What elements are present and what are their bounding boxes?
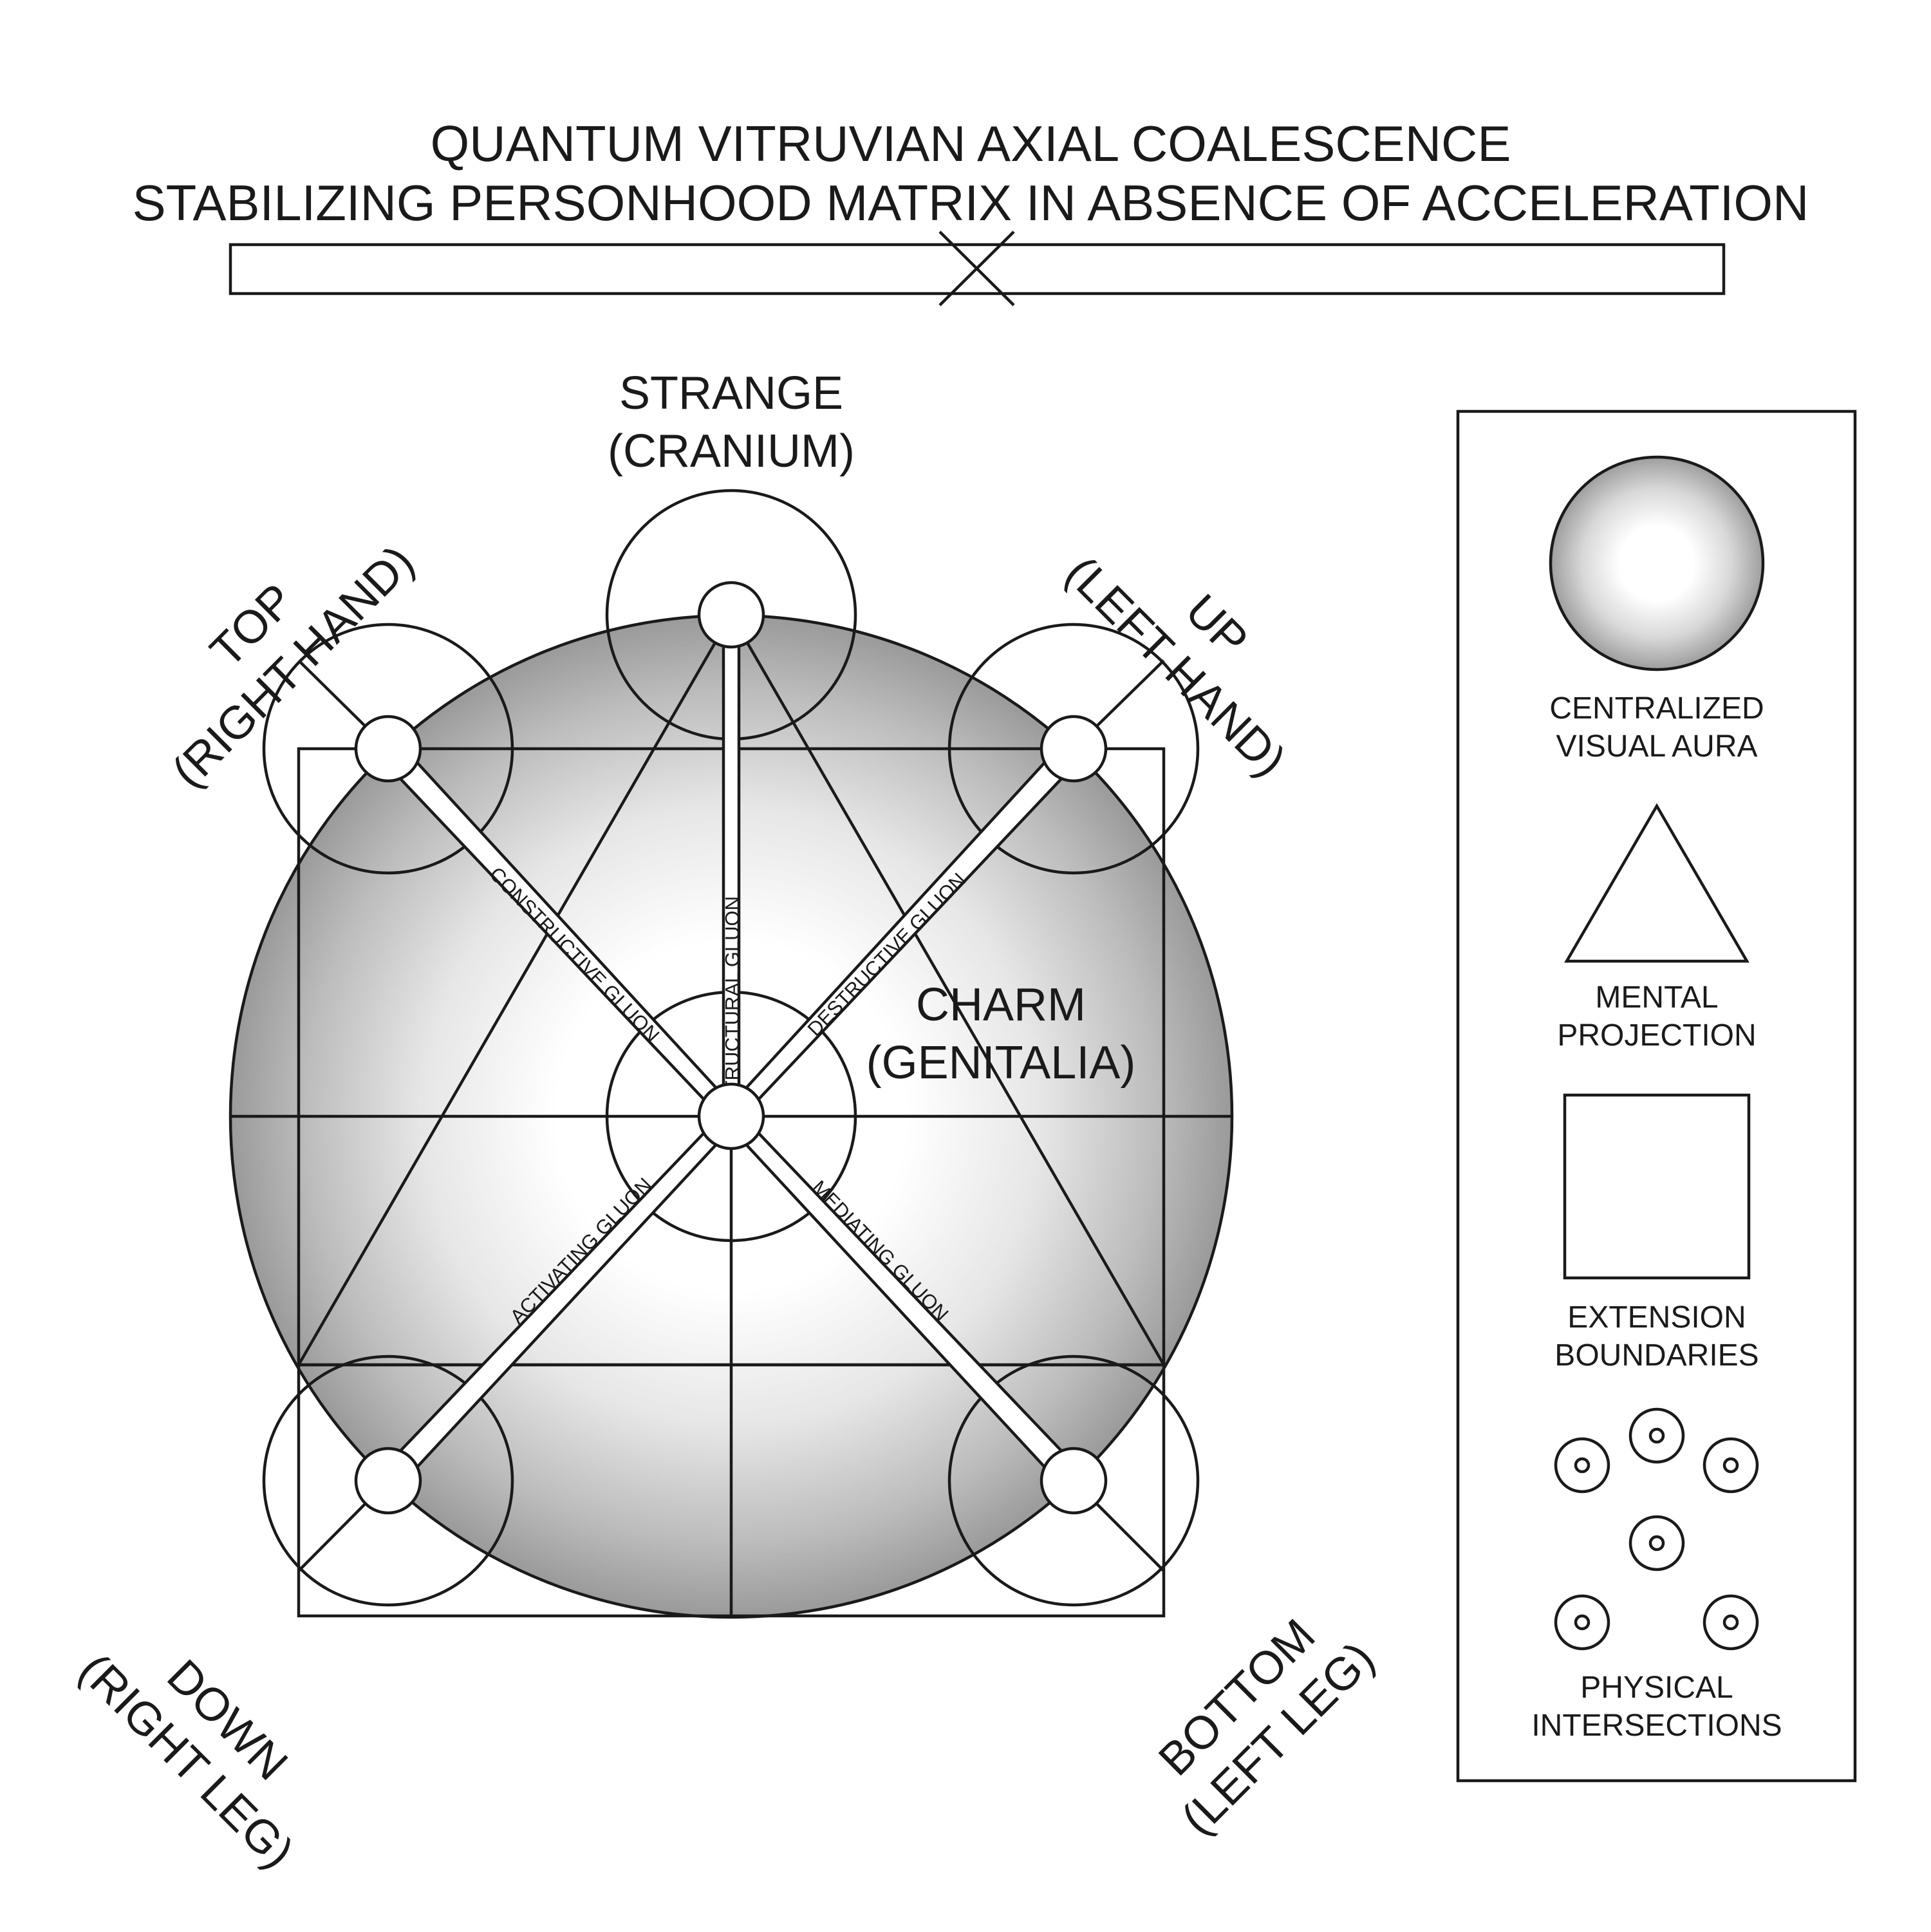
bottom-zone [947, 1355, 1200, 1607]
legend-frame [1456, 409, 1857, 1783]
down-label: DOWN (RIGHT LEG) [70, 1644, 304, 1878]
title-line-2: STABILIZING PERSONHOOD MATRIX IN ABSENCE… [133, 174, 1809, 231]
strange-label-line-1: STRANGE [619, 368, 843, 419]
charm-label: CHARM (GENITALIA) [866, 979, 1136, 1089]
quark-nodes [354, 581, 1108, 1515]
strange-node [697, 581, 765, 649]
top-zone [262, 623, 514, 875]
bottom-node [1040, 1447, 1108, 1515]
shaded-sphere-icon [1549, 455, 1765, 671]
legend-extension-line-1: EXTENSION [1567, 1300, 1746, 1335]
legend-physical-line-2: INTERSECTIONS [1531, 1709, 1782, 1743]
legend-aura-line-2: VISUAL AURA [1556, 729, 1757, 764]
title-bar-cross-b [938, 230, 1015, 306]
square-icon [1563, 1093, 1751, 1280]
legend-mental-line-2: PROJECTION [1557, 1018, 1756, 1053]
title-bar-frame [229, 243, 1726, 295]
strange-label-line-2: (CRANIUM) [608, 426, 855, 477]
legend-aura-line-1: CENTRALIZED [1549, 691, 1764, 726]
charm-node [697, 1082, 765, 1150]
bottom-label: BOTTOM (LEFT LEG) [1149, 1609, 1384, 1844]
title-bar [229, 230, 1726, 306]
down-zone [262, 1355, 514, 1607]
legend-mental-line-1: MENTAL [1595, 980, 1718, 1015]
up-node [1040, 715, 1108, 783]
down-node [354, 1447, 422, 1515]
charm-label-line-2: (GENITALIA) [866, 1037, 1136, 1089]
gluon-bars [380, 613, 1082, 1489]
title-line-1: QUANTUM VITRUVIAN AXIAL COALESCENCE [431, 115, 1511, 172]
triangle-icon [1564, 803, 1749, 963]
title: QUANTUM VITRUVIAN AXIAL COALESCENCE STAB… [133, 115, 1809, 231]
structural-gluon-label: STRUCTURAL GLUON [721, 896, 743, 1106]
legend-extension-line-2: BOUNDARIES [1554, 1338, 1758, 1373]
charm-label-line-1: CHARM [916, 979, 1086, 1031]
mental-projection-triangle [296, 612, 1166, 1367]
legend: CENTRALIZED VISUAL AURA MENTAL PROJECTIO… [1456, 409, 1857, 1783]
up-zone [947, 623, 1200, 875]
legend-physical-line-1: PHYSICAL [1580, 1671, 1733, 1705]
concentric-dots-icon [1554, 1407, 1759, 1651]
top-node [354, 715, 422, 783]
strange-label: STRANGE (CRANIUM) [608, 368, 855, 477]
